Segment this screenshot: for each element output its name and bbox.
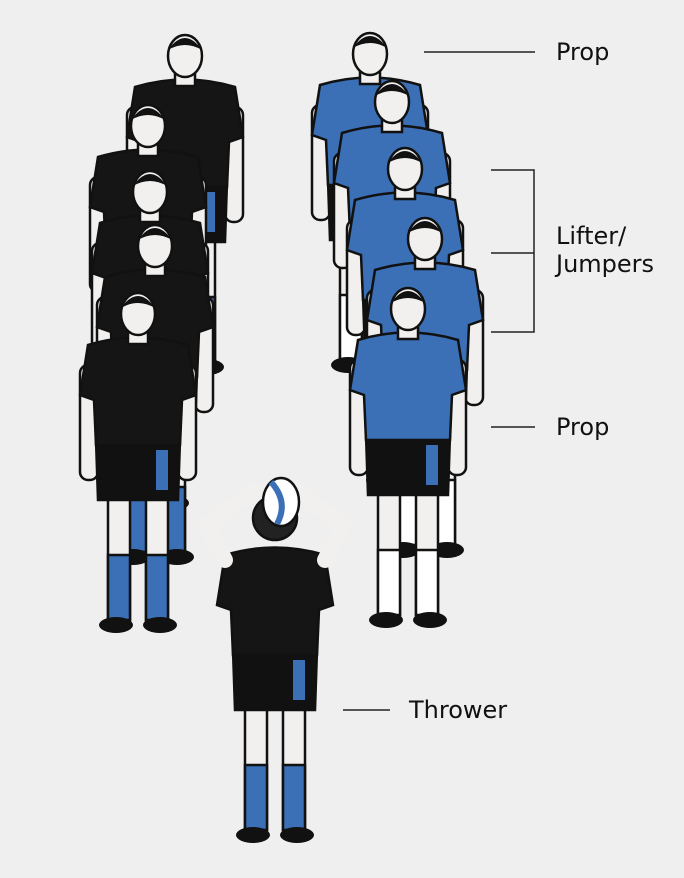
label-prop-top: Prop — [556, 38, 610, 66]
blue-prop-back — [348, 286, 468, 628]
label-lifters-line2: Jumpers — [556, 250, 655, 278]
lifters-bracket — [491, 169, 535, 333]
thrower — [196, 476, 354, 843]
black-player-5 — [78, 291, 198, 633]
label-thrower: Thrower — [409, 696, 508, 724]
label-prop-bottom: Prop — [556, 413, 610, 441]
label-lifters-line1: Lifter/ — [556, 222, 627, 250]
